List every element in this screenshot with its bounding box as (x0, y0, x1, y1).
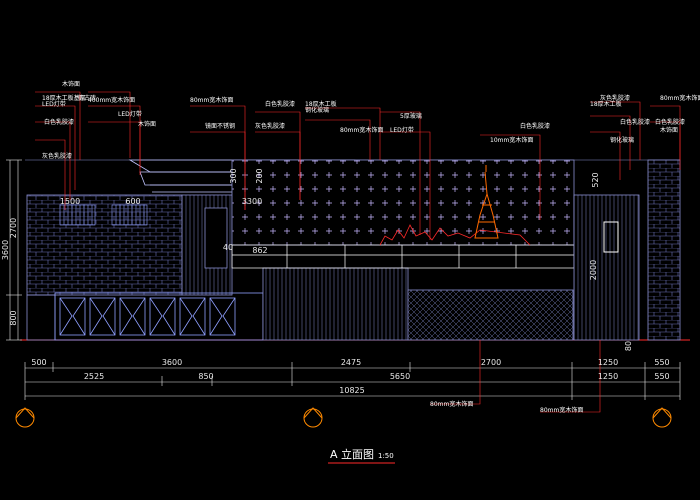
callout-label: 木饰面 (138, 120, 156, 128)
cross-pattern-backdrop (231, 159, 575, 246)
callout-label: 80mm宽木饰面 (430, 400, 473, 408)
dimension-label: 600 (125, 197, 140, 206)
callout-label: 白色乳胶漆 (620, 118, 650, 126)
dimension-label: 500 (31, 358, 46, 367)
window-grilles (59, 204, 148, 226)
callout-label: 灰色乳胶漆 (42, 152, 72, 160)
dimension-label: 1250 (598, 372, 618, 381)
callout-label: 18厚木工板基层 (42, 94, 86, 102)
left-brick-wall (26, 194, 183, 296)
callout-label: 白色乳胶漆 (265, 100, 295, 108)
dimension-label: 850 (198, 372, 213, 381)
callout-label: 5厚玻璃 (400, 112, 422, 120)
dimension-label: 2525 (84, 372, 104, 381)
dimension-label: 2000 (589, 260, 598, 280)
section-markers (15, 407, 672, 428)
dimension-label: 2700 (481, 358, 501, 367)
counter-vertical-panels (262, 267, 409, 341)
dimension-label: 300 (229, 168, 238, 183)
dimension-label: 520 (591, 172, 600, 187)
callout-label: 18厚木工板 (590, 100, 622, 108)
callout-label: 白色乳胶漆 (44, 118, 74, 126)
callout-label: 木饰面 (660, 126, 678, 134)
callout-label: 白色乳胶漆 (520, 122, 550, 130)
dimension-label: 5650 (390, 372, 410, 381)
dimension-label: 3600 (1, 240, 10, 260)
callout-label: 80mm宽木饰面 (340, 126, 383, 134)
callout-label: 80mm宽木饰面 (540, 406, 583, 414)
callout-label: 400mm宽木饰面 (88, 96, 135, 104)
doorway (204, 207, 228, 269)
dimension-labels: 3600 2700 800 500 3600 2475 2700 1250 550 2525 850… (1, 168, 670, 395)
dimension-label: 10825 (339, 386, 364, 395)
callout-label: 钢化玻璃 (610, 136, 634, 144)
lantern-icon (603, 221, 619, 253)
dimension-label: 40 (223, 243, 233, 252)
dimension-label: 862 (252, 246, 267, 255)
dimension-label: 3300 (242, 197, 262, 206)
callout-label: LED灯带 (390, 126, 414, 134)
dimension-label: 2700 (9, 218, 18, 238)
lower-cabinets (54, 292, 264, 341)
callout-label: 钢化玻璃 (305, 106, 329, 114)
drawing-scale: 1:50 (378, 452, 394, 460)
city-skyline-decal (379, 224, 531, 246)
dimension-label: 2475 (341, 358, 361, 367)
drawing-title: A 立面图 (330, 447, 374, 461)
callout-label: 灰色乳胶漆 (255, 122, 285, 130)
callout-label: 灰色乳胶漆 (600, 94, 630, 102)
callout-label: 10mm宽木饰面 (490, 136, 533, 144)
right-cabinet (573, 194, 640, 341)
dimension-label: 1250 (598, 358, 618, 367)
callout-label: 仿古砖 (78, 94, 96, 102)
dimension-label: 550 (654, 358, 669, 367)
callout-label: 镜面不锈钢 (205, 122, 235, 130)
callout-label: 18厚木工板 (305, 100, 337, 108)
dimension-label: 80 (624, 341, 633, 351)
left-dimension-lines (6, 159, 22, 341)
callout-label: 80mm宽木饰面 (190, 96, 233, 104)
left-lower-cabinet (26, 294, 56, 341)
dimension-label: 1500 (60, 197, 80, 206)
mesh-panel (407, 289, 574, 341)
glass-shelf (231, 244, 575, 269)
dimension-label: 3600 (162, 358, 182, 367)
bottom-dimension-lines (24, 362, 681, 400)
callout-label: 白色乳胶漆 (655, 118, 685, 126)
callout-labels: 木饰面18厚木工板基层LED灯带白色乳胶漆灰色乳胶漆仿古砖400mm宽木饰面LE… (42, 80, 700, 414)
callout-label: LED灯带 (42, 100, 66, 108)
right-brick-pillar (647, 159, 681, 341)
callout-leaders (35, 91, 681, 413)
callout-label: LED灯带 (118, 110, 142, 118)
dimension-label: 800 (9, 310, 18, 325)
callout-label: 木饰面 (62, 80, 80, 88)
callout-label: 80mm宽木饰面 (660, 94, 700, 102)
dimension-label: 200 (255, 168, 264, 183)
eiffel-tower-decal (474, 165, 499, 239)
dimension-label: 550 (654, 372, 669, 381)
